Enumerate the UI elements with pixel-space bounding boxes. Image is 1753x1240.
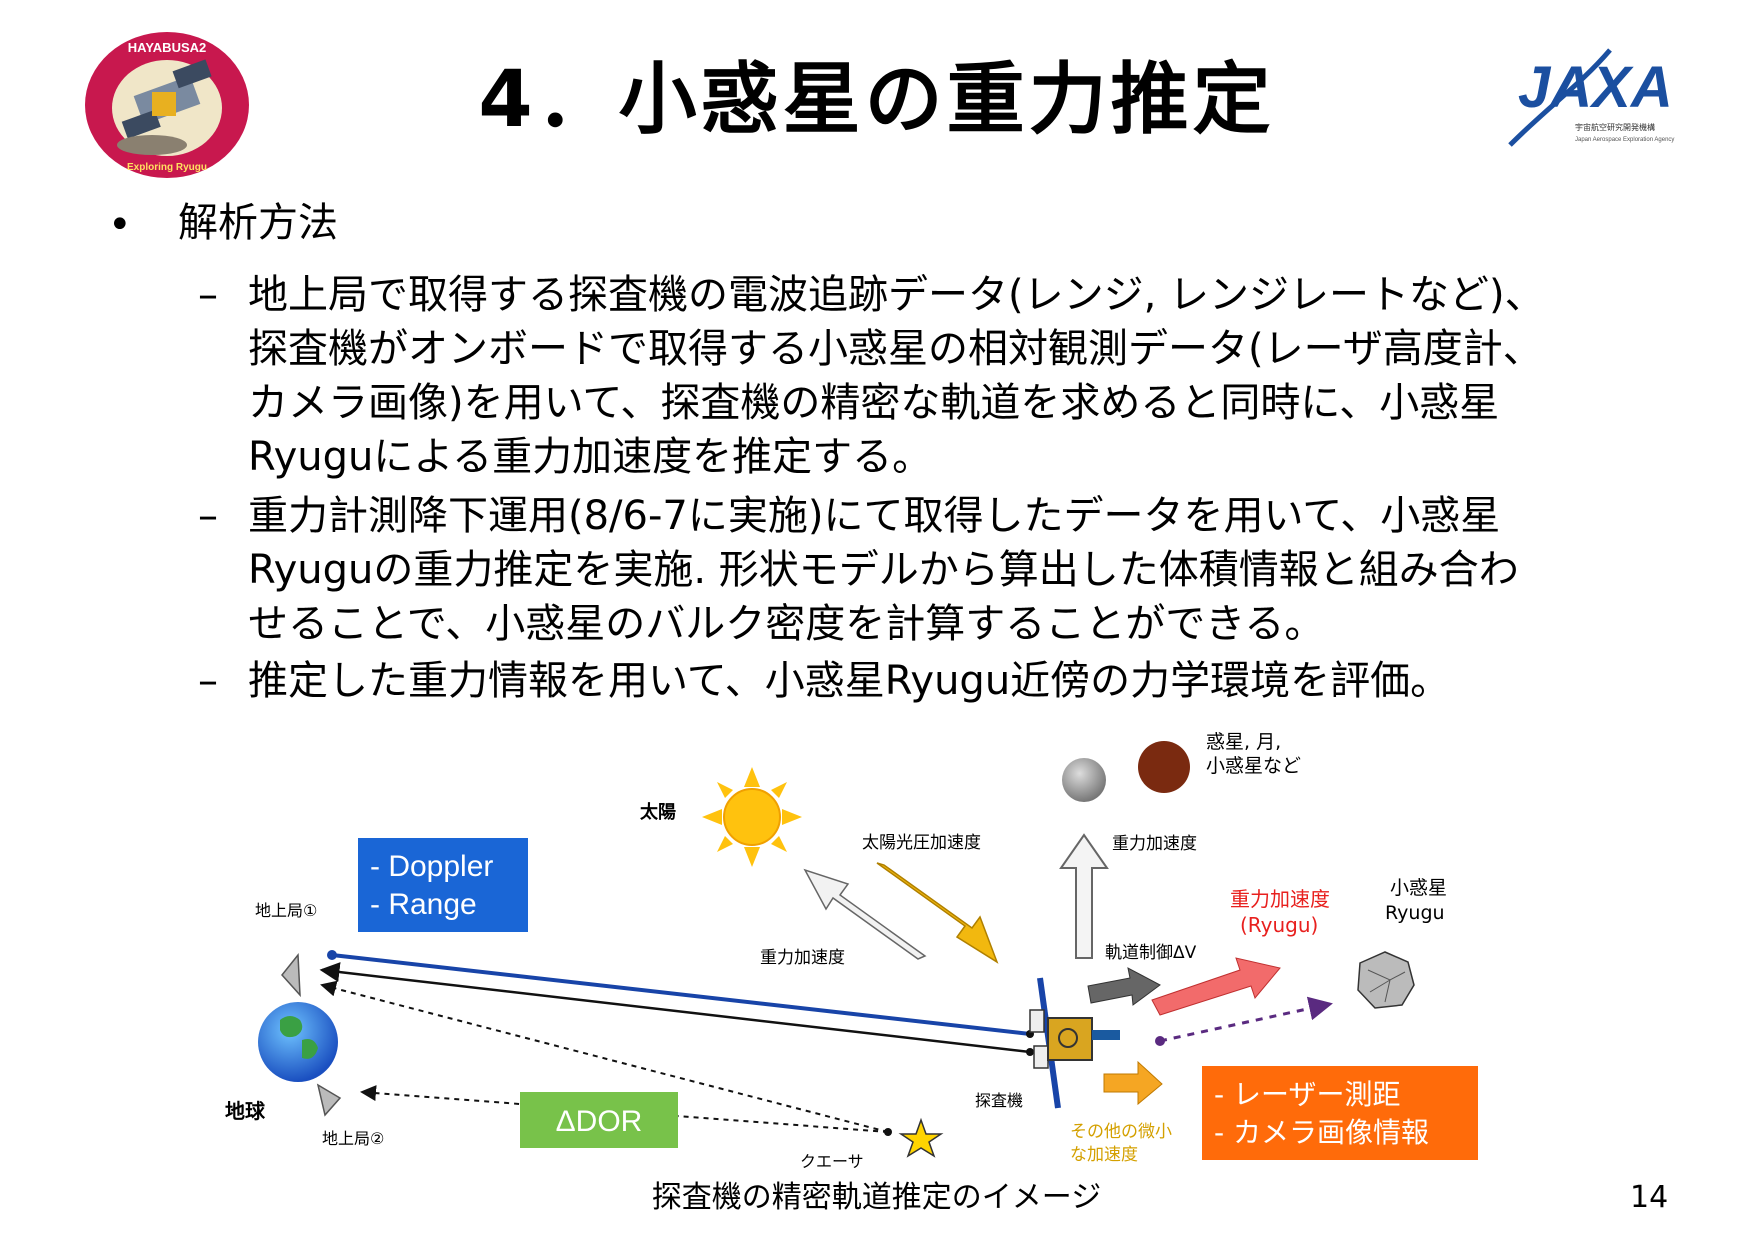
jaxa-logo: JAXA 宇宙航空研究開発機構 Japan Aerospace Explorat… [1508,48,1674,147]
relative-observation-line [1159,996,1333,1043]
spacecraft-label: 探査機 [975,1091,1023,1110]
srp-arrow [876,862,999,964]
jaxa-logo-text: JAXA [1518,55,1673,120]
delta-v-arrow [1087,967,1161,1006]
doppler-link-line [331,953,1031,1036]
earth-icon [258,1002,338,1082]
delta-v-label: 軌道制御ΔV [1105,943,1197,963]
ryugu-label-line2: Ryugu [1385,902,1445,924]
planets-label-line1: 惑星, 月, [1206,731,1281,753]
planets-label-line2: 小惑星など [1206,755,1301,777]
hayabusa2-logo-text: HAYABUSA2 [128,40,207,55]
laser-ranging-label: - レーザー測距 [1214,1078,1400,1111]
doppler-range-box [358,838,528,932]
gravity-sun-arrow [803,868,927,960]
gravity-sun-label: 重力加速度 [760,948,845,968]
dash-marker-3: – [198,658,218,704]
gravity-up-arrow [1059,833,1109,959]
range-return-line [319,962,1031,1054]
hayabusa2-logo-arc-text: Exploring Ryugu [127,162,207,173]
srp-label: 太陽光圧加速度 [862,833,981,853]
sub-bullet-3: 推定した重力情報を用いて、小惑星Ryugu近傍の力学環境を評価。 [248,658,1451,704]
ddor-label: ΔDOR [556,1105,643,1138]
range-label: - Range [370,888,477,921]
quasar-link-line-1 [320,980,889,1133]
earth-label: 地球 [225,1099,266,1123]
station2-label: 地上局② [322,1129,384,1148]
doppler-label: - Doppler [370,850,493,883]
ryugu-asteroid-icon [1357,951,1415,1009]
slide-title: 4．小惑星の重力推定 [478,55,1275,145]
sun-icon [702,767,802,867]
sun-label: 太陽 [640,801,676,823]
page-number: 14 [1630,1180,1669,1215]
jaxa-logo-subtitle-jp: 宇宙航空研究開発機構 [1575,122,1655,132]
other-accel-label-line2: な加速度 [1070,1145,1138,1165]
dash-marker-2: – [198,493,218,539]
planet-icon [1138,741,1190,793]
jaxa-logo-subtitle-en: Japan Aerospace Exploration Agency [1575,137,1674,143]
ryugu-label-line1: 小惑星 [1390,877,1447,899]
laser-camera-box [1202,1066,1478,1160]
moon-icon [1062,758,1106,802]
quasar-icon [898,1117,944,1158]
ryugu-gravity-arrow [1151,957,1281,1016]
station1-label: 地上局① [255,901,317,920]
ddor-box [520,1092,678,1148]
sub-bullet-1: 地上局で取得する探査機の電波追跡データ(レンジ, レンジレートなど)、 探査機が… [248,272,1545,480]
dash-marker-1: – [198,272,218,318]
station2-antenna-icon [316,1083,342,1117]
gravity-up-label: 重力加速度 [1112,834,1197,854]
other-accel-label-line1: その他の微小 [1070,1122,1172,1142]
spacecraft-icon [1029,977,1120,1109]
hayabusa2-logo: HAYABUSA2 Exploring Ryugu [85,32,249,178]
quasar-label: クエーサ [800,1152,864,1171]
station1-antenna-icon [281,952,301,998]
other-accel-arrow [1103,1060,1163,1106]
ryugu-gravity-label-line1: 重力加速度 [1230,887,1330,911]
camera-image-label: - カメラ画像情報 [1214,1116,1429,1149]
sub-bullet-2: 重力計測降下運用(8/6-7に実施)にて取得したデータを用いて、小惑星 Ryug… [248,493,1519,647]
diagram-caption: 探査機の精密軌道推定のイメージ [651,1180,1102,1215]
bullet-heading: 解析方法 [178,200,338,246]
bullet-marker: • [108,202,132,248]
ryugu-gravity-label-line2: (Ryugu) [1240,913,1318,937]
